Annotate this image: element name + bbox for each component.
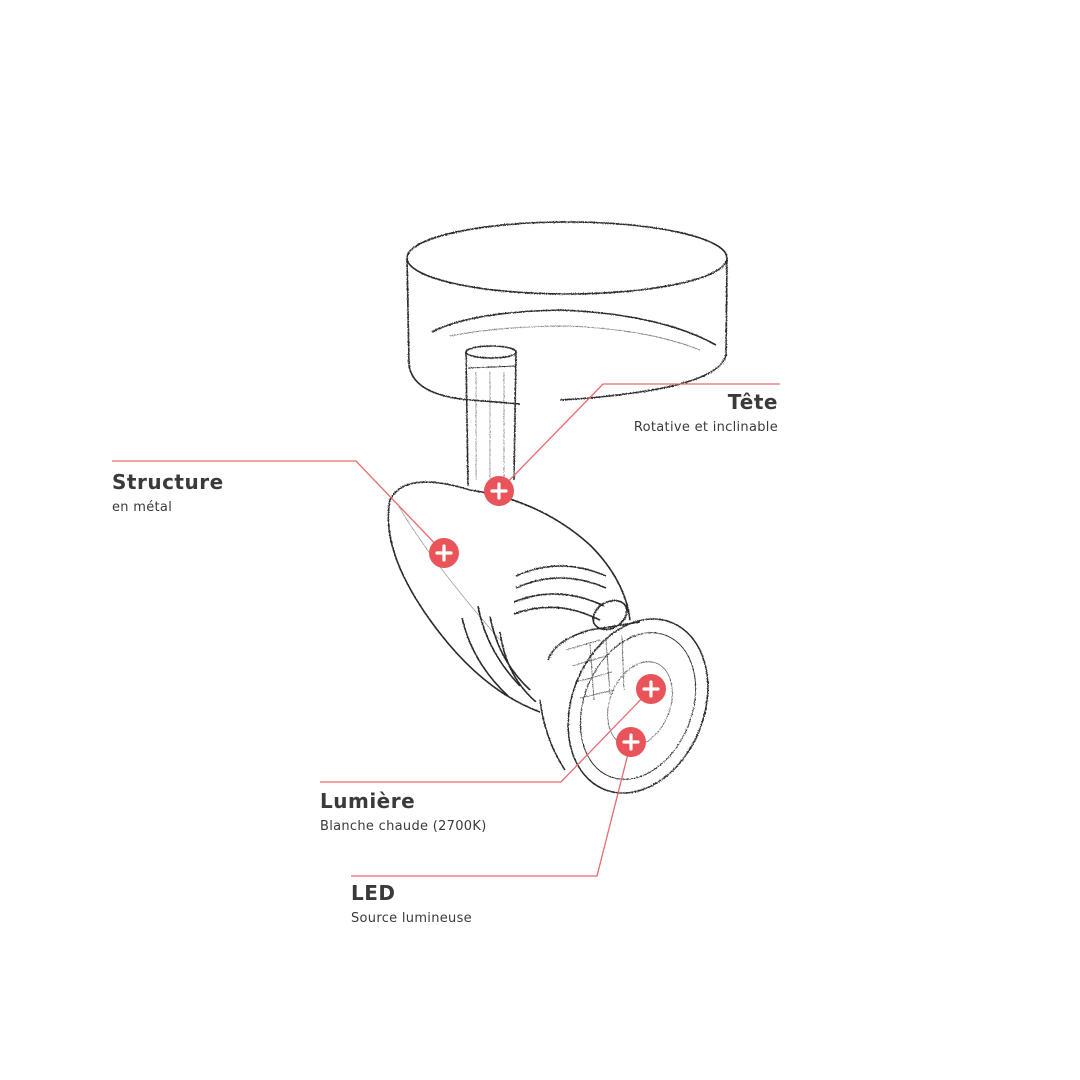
- callout-subtitle: Rotative et inclinable: [633, 420, 778, 435]
- spot-housing: [387, 481, 631, 713]
- callout-tete: Tête Rotative et inclinable: [560, 390, 778, 435]
- plus-icon: [490, 482, 508, 500]
- leader-line-lumiere: [320, 688, 652, 783]
- led-bulb: [539, 618, 709, 794]
- callout-title: Structure: [112, 470, 224, 494]
- callout-subtitle: Source lumineuse: [351, 911, 472, 926]
- callout-title: LED: [351, 881, 396, 905]
- leader-line-structure: [112, 460, 445, 554]
- hotspot-tete[interactable]: [484, 476, 514, 506]
- callout-subtitle: Blanche chaude (2700K): [320, 819, 487, 834]
- leader-line-tete: [498, 383, 780, 492]
- plus-icon: [622, 733, 640, 751]
- callout-led: LED Source lumineuse: [351, 881, 472, 926]
- callout-title: Lumière: [320, 789, 416, 813]
- plus-icon: [642, 680, 660, 698]
- stem: [465, 345, 517, 487]
- hotspot-structure[interactable]: [429, 538, 459, 568]
- callout-subtitle: en métal: [112, 500, 173, 515]
- hotspot-led[interactable]: [616, 727, 646, 757]
- leader-lines: [112, 383, 780, 877]
- plus-icon: [435, 544, 453, 562]
- callout-structure: Structure en métal: [112, 470, 224, 515]
- leader-line-led: [351, 741, 632, 877]
- hotspot-lumiere[interactable]: [636, 674, 666, 704]
- ceiling-base-plate: [406, 221, 728, 405]
- callout-lumiere: Lumière Blanche chaude (2700K): [320, 789, 487, 834]
- callout-title: Tête: [727, 390, 778, 414]
